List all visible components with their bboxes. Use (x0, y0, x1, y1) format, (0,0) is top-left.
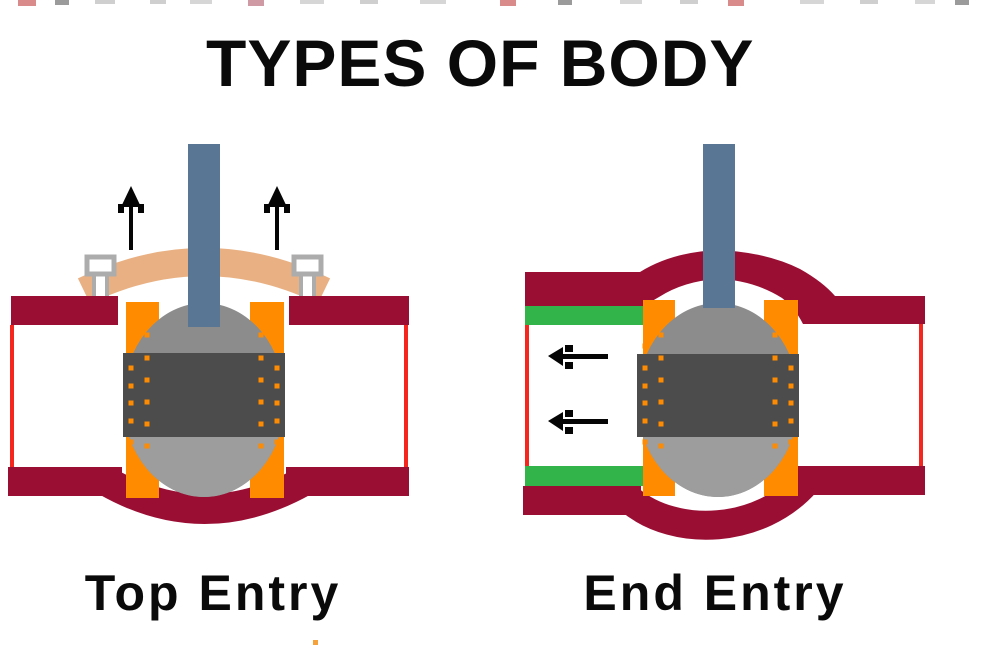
ball-bore-band (637, 354, 799, 437)
bolt-head (84, 254, 117, 277)
ball-dot (788, 383, 794, 389)
ball-dot (144, 399, 150, 405)
end-entry-label: End Entry (583, 565, 847, 621)
artifact-dash (860, 0, 878, 4)
ball-dot-pattern (128, 332, 280, 449)
ball-dot (788, 439, 794, 445)
pipe-wall-bottom-left (523, 486, 641, 515)
ball-dot (144, 421, 150, 427)
ball-dot (658, 399, 664, 405)
page-title: TYPES OF BODY (206, 26, 755, 100)
top-entry-valve-diagram (8, 144, 409, 524)
ball-dot (642, 383, 648, 389)
ball-dot (128, 383, 134, 389)
pipe-bore-line-left (10, 325, 14, 467)
artifact-dash (248, 0, 264, 6)
ball-dot (128, 365, 134, 371)
artifact-dash (150, 0, 166, 4)
artifact-dash (360, 0, 378, 4)
ball-dot (658, 421, 664, 427)
ball-dot (258, 377, 264, 383)
ball-dot (642, 439, 648, 445)
stray-dot-artifact (313, 640, 318, 645)
ball-dot (788, 365, 794, 371)
ball-dot (258, 421, 264, 427)
ball-dot (788, 343, 794, 349)
ball-dot (128, 418, 134, 424)
valve-stem (188, 144, 220, 327)
ball-dot (274, 400, 280, 406)
artifact-dash (800, 0, 824, 4)
ball-dot (788, 400, 794, 406)
artifact-dash (95, 0, 115, 4)
valve-body-arch (525, 250, 925, 324)
ball-dot (258, 443, 264, 449)
ball-dot (274, 439, 280, 445)
ball-dot (274, 418, 280, 424)
artifact-dash (300, 0, 324, 4)
ball-dot (128, 439, 134, 445)
artifact-dash (955, 0, 969, 5)
artifact-dash (915, 0, 935, 4)
ball-dot (772, 332, 778, 338)
pipe-wall-top-right (289, 296, 409, 325)
artifact-dash (18, 0, 36, 6)
artifact-dash (55, 0, 69, 5)
artifact-dash (420, 0, 446, 4)
pipe-bore-line-right (404, 325, 408, 467)
cropped-text-artifacts (0, 0, 1000, 8)
ball-dot (642, 418, 648, 424)
left-arrow-upper (548, 345, 608, 369)
ball-dot (788, 418, 794, 424)
artifact-dash (728, 0, 744, 6)
artifact-dash (558, 0, 572, 5)
ball-dot (274, 343, 280, 349)
ball-dot (258, 332, 264, 338)
bolt-head (291, 254, 324, 277)
top-entry-label: Top Entry (84, 565, 342, 621)
ball-dot (772, 421, 778, 427)
up-arrow-left (118, 186, 144, 250)
ball-dot-pattern (642, 332, 794, 449)
ball-dot (258, 355, 264, 361)
ball-dot (144, 332, 150, 338)
valve-stem (703, 144, 735, 308)
ball-bore-band (123, 353, 285, 437)
ball-dot (642, 365, 648, 371)
ball-dot (128, 343, 134, 349)
ball-dot (658, 443, 664, 449)
ball-dot (772, 443, 778, 449)
ball-dot (144, 355, 150, 361)
artifact-dash (680, 0, 698, 4)
pipe-bore-line-right (919, 324, 923, 466)
ball-dot (642, 343, 648, 349)
end-entry-valve-diagram (523, 144, 925, 540)
ball-dot (658, 355, 664, 361)
body-insert-bottom (525, 466, 647, 486)
ball-dot (642, 400, 648, 406)
ball-dot (274, 383, 280, 389)
ball-dot (772, 399, 778, 405)
body-bottom-bulge (620, 471, 817, 540)
ball-dot (128, 400, 134, 406)
artifact-dash (190, 0, 212, 4)
ball-dot (658, 377, 664, 383)
pipe-wall-top-left (11, 296, 118, 325)
body-insert-top (525, 306, 647, 325)
artifact-dash (500, 0, 516, 6)
ball-dot (144, 443, 150, 449)
left-arrow-lower (548, 410, 608, 434)
ball-dot (658, 332, 664, 338)
pipe-bore-line-left (525, 325, 529, 466)
ball-dot (772, 355, 778, 361)
ball-dot (274, 365, 280, 371)
ball-dot (144, 377, 150, 383)
artifact-dash (620, 0, 642, 4)
ball-dot (772, 377, 778, 383)
ball-dot (258, 399, 264, 405)
up-arrow-right (264, 186, 290, 250)
